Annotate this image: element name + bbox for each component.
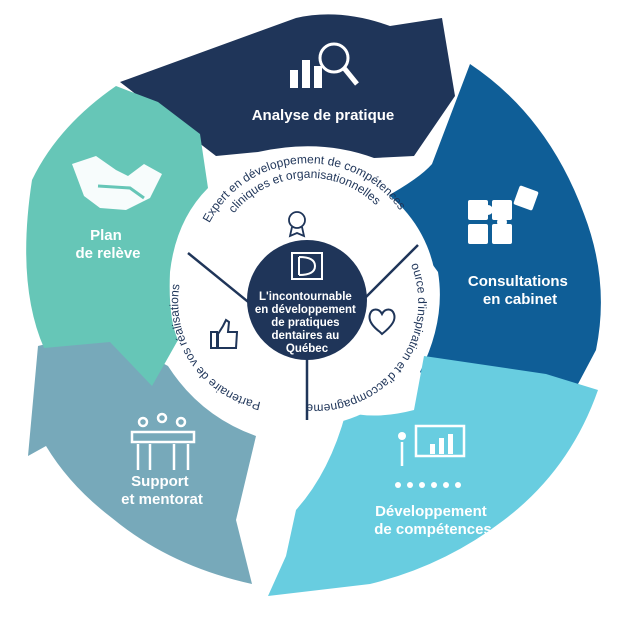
core-circle [247, 240, 367, 360]
presentation-icon [395, 424, 466, 488]
segment-label-support: Support et mentorat [121, 473, 203, 508]
segment-label-developpement: Développement de compétences [374, 503, 492, 538]
core-logo-icon [291, 252, 323, 280]
handshake-icon [72, 156, 162, 210]
heart-icon [368, 308, 396, 336]
segment-support-shape [28, 330, 256, 584]
segment-label-analyse: Analyse de pratique [252, 107, 395, 124]
segment-plan[interactable] [26, 86, 208, 386]
core-text: L'incontournable en développement de pra… [255, 291, 359, 355]
meeting-icon [130, 412, 196, 470]
segment-support[interactable] [28, 330, 256, 584]
segment-consultations[interactable] [384, 64, 601, 434]
segment-label-consultations: Consultations en cabinet [468, 273, 572, 308]
segment-plan-shape [26, 86, 208, 386]
segment-consultations-shape [384, 64, 601, 434]
thumbs-up-icon [210, 318, 239, 349]
segment-label-plan: Plan de relève [75, 227, 140, 262]
chart-magnifier-icon [290, 42, 359, 88]
puzzle-icon [468, 185, 539, 244]
award-icon [288, 211, 306, 238]
segment-analyse-shape [120, 14, 455, 158]
segment-analyse[interactable] [120, 14, 455, 158]
